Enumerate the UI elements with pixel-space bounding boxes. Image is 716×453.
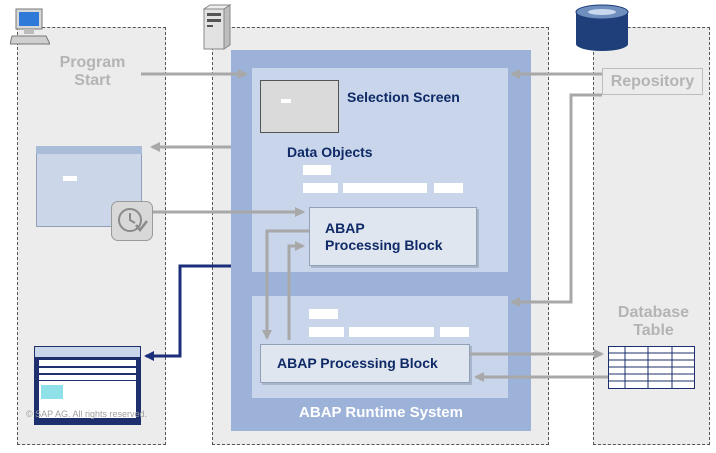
program-start-line1: Program xyxy=(59,54,126,71)
processing-block-upper-line1: ABAP xyxy=(325,220,365,236)
screen-window-titlebar xyxy=(36,146,142,154)
processing-block-lower: ABAP Processing Block xyxy=(260,344,470,383)
data-object-upper-4 xyxy=(434,183,463,193)
arrow-list-output xyxy=(144,264,231,361)
copyright-text: © SAP AG. All rights reserved. xyxy=(26,409,148,419)
processing-block-upper: ABAP Processing Block xyxy=(309,207,477,266)
selection-screen-label: Selection Screen xyxy=(347,89,460,105)
data-object-lower-3 xyxy=(349,327,434,337)
list-output-titlebar xyxy=(35,347,140,357)
program-start-label: Program Start xyxy=(40,54,145,90)
program-start-line2: Start xyxy=(74,72,111,89)
database-cylinder-icon xyxy=(575,4,629,51)
selection-screen-thumbnail xyxy=(260,80,339,133)
arrow-repository-lower xyxy=(510,93,602,307)
list-output-body xyxy=(39,360,136,418)
data-objects-label: Data Objects xyxy=(287,144,373,160)
server-tower-icon xyxy=(202,4,232,50)
processing-block-upper-line2: Processing Block xyxy=(325,237,443,253)
arrow-block-down xyxy=(262,229,309,340)
data-object-lower-4 xyxy=(440,327,469,337)
desktop-computer-icon xyxy=(10,8,50,45)
data-object-lower-2 xyxy=(309,327,344,337)
repository-label: Repository xyxy=(610,73,695,90)
data-object-upper-3 xyxy=(343,183,427,193)
database-table-grid xyxy=(608,346,695,389)
runtime-system-label: ABAP Runtime System xyxy=(299,404,463,421)
data-object-upper-2 xyxy=(303,183,338,193)
database-table-line2: Table xyxy=(633,322,674,339)
selection-screen-field xyxy=(281,99,291,103)
data-object-upper-1 xyxy=(303,165,331,175)
database-table-label: Database Table xyxy=(603,304,704,340)
data-object-lower-1 xyxy=(309,309,338,319)
processing-block-lower-label: ABAP Processing Block xyxy=(277,355,438,371)
arrow-block-up xyxy=(287,241,305,340)
clock-check-icon xyxy=(111,201,153,241)
database-table-line1: Database xyxy=(617,304,690,321)
repository-box: Repository xyxy=(602,68,703,95)
screen-window-field xyxy=(63,176,77,181)
